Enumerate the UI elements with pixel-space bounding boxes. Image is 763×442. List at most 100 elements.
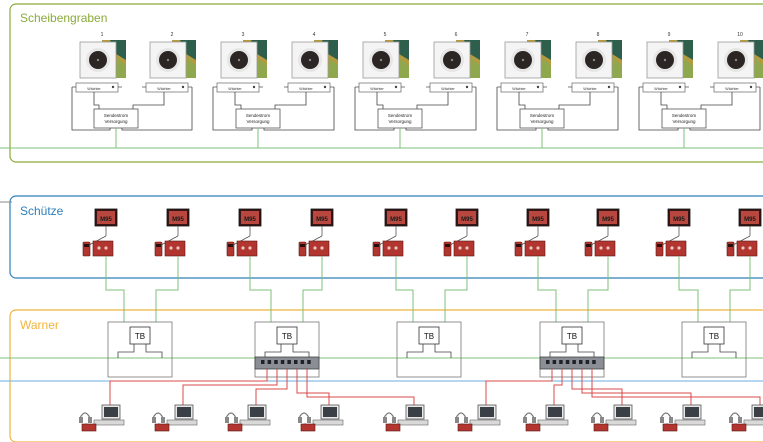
switch-port: [294, 360, 298, 364]
target-stand: [291, 40, 338, 79]
power-wire: [689, 87, 761, 131]
power-supply-label-line: Versorgung: [246, 119, 270, 124]
target-camo-light: [539, 58, 551, 78]
warner-radio-device: [525, 423, 541, 432]
switch-port: [287, 360, 291, 364]
tb-label: TB: [424, 332, 434, 341]
warner-radio-device: [154, 423, 170, 432]
power-wire: [405, 87, 477, 131]
warner-keyboard: [605, 419, 637, 426]
warner-red-wire: [296, 369, 330, 405]
switch-port: [546, 360, 550, 364]
warner-red-wire: [553, 369, 563, 405]
keypad-button: [241, 246, 245, 250]
sensor-switch-label: Wächter: [228, 87, 242, 91]
headset-earpiece: [600, 417, 604, 423]
warner-pc-screen: [616, 407, 630, 417]
warner-keyboard: [397, 419, 429, 426]
headset-icon: [455, 412, 467, 419]
target-center: [379, 58, 383, 62]
warner-radio-device: [385, 423, 401, 432]
tb-wire: [691, 344, 709, 358]
target-stand: [575, 40, 622, 79]
handheld-screen: [300, 244, 305, 247]
target-number: 8: [597, 32, 600, 38]
warner-pc-screen: [685, 407, 699, 417]
sensor-switch-dot: [252, 85, 256, 89]
shooter-green-wire: [249, 258, 272, 322]
m95-label: M95: [244, 217, 256, 223]
headset-earpiece: [464, 417, 468, 423]
keypad-button: [529, 246, 533, 250]
tb-wire: [264, 344, 282, 358]
tb-unit: [418, 326, 440, 345]
device-wire: [732, 235, 751, 246]
tb-unit: [129, 326, 151, 345]
headset-earpiece: [79, 417, 83, 423]
power-wire: [660, 92, 668, 112]
zone-label-warner: Warner: [20, 318, 59, 332]
warner-keyboard: [93, 419, 125, 426]
headset-icon: [729, 412, 741, 419]
warner-pc-screen: [323, 407, 337, 417]
warner-pc-screen: [104, 407, 118, 417]
sensor-switch-dot: [323, 85, 327, 89]
target-center: [450, 58, 454, 62]
headset-earpiece: [383, 417, 387, 423]
zone-box-warner: [9, 309, 763, 442]
target-number: 6: [455, 32, 458, 38]
m95-label: M95: [744, 217, 756, 223]
tb-unit: [276, 326, 298, 345]
target-number: 9: [668, 32, 671, 38]
m95-screen: [458, 211, 476, 224]
headset-earpiece: [455, 417, 459, 423]
tb-wire: [577, 344, 595, 358]
switch-port: [592, 360, 596, 364]
keypad-button: [599, 246, 603, 250]
target-number: 5: [384, 32, 387, 38]
switch-port: [261, 360, 265, 364]
sensor-switch-box: [216, 82, 260, 93]
target-camo-light: [468, 58, 480, 78]
shooter-green-wire: [678, 258, 699, 322]
target-center: [734, 58, 738, 62]
m95-label: M95: [100, 217, 112, 223]
power-wire: [416, 92, 449, 112]
warner-pc-screen: [408, 407, 422, 417]
headset-earpiece: [152, 417, 156, 423]
power-supply-label-line: Sendestrom: [672, 113, 697, 118]
power-wire: [132, 92, 165, 112]
keypad-button: [536, 246, 540, 250]
sensor-switch-dot: [678, 85, 682, 89]
shooter-green-wire: [155, 258, 179, 322]
keypad-button: [748, 246, 752, 250]
keypad-button: [394, 246, 398, 250]
sensor-switch-box: [571, 82, 615, 93]
warner-keyboard: [674, 419, 706, 426]
warner-radio-device: [457, 423, 473, 432]
switch-port: [307, 360, 311, 364]
keypad-device: [665, 240, 687, 257]
power-wire: [376, 92, 384, 112]
target-center: [663, 58, 667, 62]
keypad-device: [164, 240, 186, 257]
m95-screen: [387, 211, 405, 224]
target-stand: [362, 40, 409, 79]
sensor-switch-box: [429, 82, 473, 93]
warner-radio-device: [593, 423, 609, 432]
keypad-button: [387, 246, 391, 250]
target-stand: [79, 40, 126, 79]
headset-earpiece: [161, 417, 165, 423]
target-number: 2: [171, 32, 174, 38]
warner-red-wire: [485, 369, 553, 405]
switch-port: [585, 360, 590, 364]
shooter-green-wire: [537, 258, 557, 322]
headset-icon: [591, 412, 603, 419]
tb-wire: [549, 344, 567, 358]
m95-screen: [741, 211, 759, 224]
switch-port: [579, 360, 583, 364]
warner-radio-device: [227, 423, 243, 432]
